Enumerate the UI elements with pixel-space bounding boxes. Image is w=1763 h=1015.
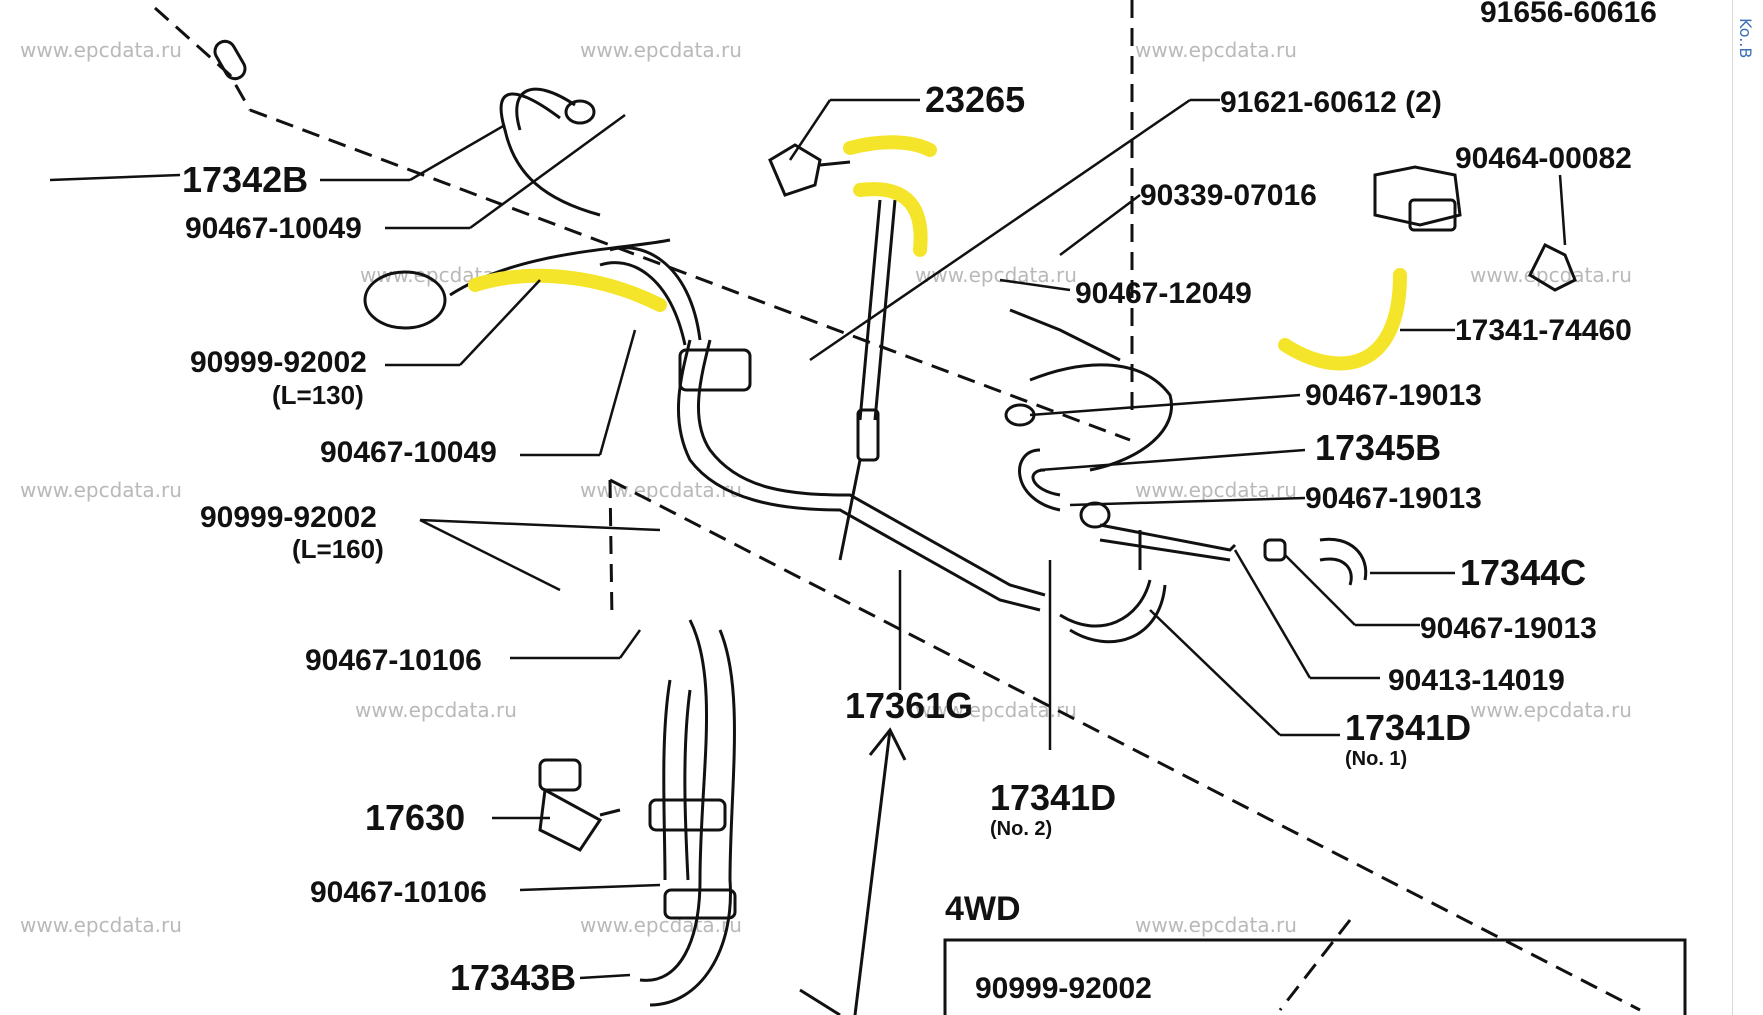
watermark: www.epcdata.ru bbox=[1135, 38, 1297, 62]
part-label-90999-92002: 90999-92002 bbox=[200, 501, 377, 534]
watermark: www.epcdata.ru bbox=[1470, 698, 1632, 722]
part-label-90999-92002: 90999-92002 bbox=[975, 972, 1152, 1005]
part-label-no-1: (No. 1) bbox=[1345, 748, 1407, 770]
part-label-90464-00082: 90464-00082 bbox=[1455, 142, 1632, 175]
watermark: www.epcdata.ru bbox=[1470, 263, 1632, 287]
watermark: www.epcdata.ru bbox=[20, 38, 182, 62]
right-edge-panel: Ko..В bbox=[1732, 0, 1763, 1015]
component-outlines bbox=[213, 39, 1687, 1015]
part-label-90467-10049: 90467-10049 bbox=[320, 436, 497, 469]
part-label-90413-14019: 90413-14019 bbox=[1388, 664, 1565, 697]
part-label-90339-07016: 90339-07016 bbox=[1140, 179, 1317, 212]
watermark: www.epcdata.ru bbox=[355, 698, 517, 722]
watermark: www.epcdata.ru bbox=[20, 478, 182, 502]
highlighted-hoses bbox=[468, 135, 1407, 371]
part-label-17341-74460: 17341-74460 bbox=[1455, 314, 1632, 347]
part-label-4wd: 4WD bbox=[945, 890, 1021, 928]
part-label-23265: 23265 bbox=[925, 79, 1025, 120]
part-label-90467-19013: 90467-19013 bbox=[1305, 482, 1482, 515]
part-label-no-2: (No. 2) bbox=[990, 818, 1052, 840]
4wd-inset-box bbox=[943, 938, 1687, 1015]
part-labels: 91656-60616 23265 91621-60612 (2) 90464-… bbox=[182, 0, 1657, 1005]
part-label-17342B: 17342B bbox=[182, 159, 308, 200]
part-label-90467-10106: 90467-10106 bbox=[310, 876, 487, 909]
part-label-17343B: 17343B bbox=[450, 957, 576, 998]
part-label-17341D: 17341D bbox=[1345, 707, 1471, 748]
part-label-90467-19013: 90467-19013 bbox=[1305, 379, 1482, 412]
watermark: www.epcdata.ru bbox=[20, 913, 182, 937]
leader-lines bbox=[49, 98, 1567, 980]
watermark: www.epcdata.ru bbox=[915, 263, 1077, 287]
part-label-17345B: 17345B bbox=[1315, 427, 1441, 468]
part-label-90467-12049: 90467-12049 bbox=[1075, 277, 1252, 310]
watermark: www.epcdata.ru bbox=[580, 38, 742, 62]
edge-link-text[interactable]: Ko..В bbox=[1736, 18, 1755, 59]
part-label-length-160: (L=160) bbox=[292, 534, 384, 564]
watermark: www.epcdata.ru bbox=[1135, 913, 1297, 937]
part-label-90999-92002: 90999-92002 bbox=[190, 346, 367, 379]
dashed-lines bbox=[154, 0, 1641, 1012]
watermark-layer: www.epcdata.ru www.epcdata.ru www.epcdat… bbox=[20, 38, 1632, 937]
part-label-length-130: (L=130) bbox=[272, 380, 364, 410]
part-label-90467-10049: 90467-10049 bbox=[185, 212, 362, 245]
watermark: www.epcdata.ru bbox=[580, 478, 742, 502]
part-label-90467-10106: 90467-10106 bbox=[305, 644, 482, 677]
part-label-91656-60616: 91656-60616 bbox=[1480, 0, 1657, 29]
part-label-17344C: 17344C bbox=[1460, 552, 1586, 593]
part-label-17361G: 17361G bbox=[845, 685, 973, 726]
part-label-17630: 17630 bbox=[365, 797, 465, 838]
part-label-90467-19013: 90467-19013 bbox=[1420, 612, 1597, 645]
part-label-17341D: 17341D bbox=[990, 777, 1116, 818]
part-label-91621-60612: 91621-60612 (2) bbox=[1220, 86, 1442, 119]
